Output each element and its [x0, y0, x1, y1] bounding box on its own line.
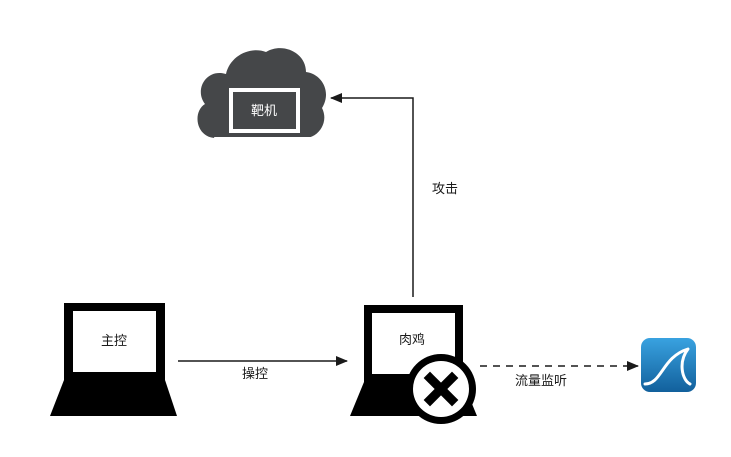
x-circle-icon	[406, 354, 476, 424]
laptop-icon	[214, 88, 315, 147]
monitor-edge-label: 流量监听	[515, 374, 568, 389]
control-edge-label: 操控	[242, 367, 269, 382]
zombie-label: 肉鸡	[399, 333, 426, 348]
target-node	[197, 48, 327, 147]
laptop-icon	[50, 303, 177, 416]
zombie-node	[350, 305, 477, 424]
attack-arrow	[330, 93, 414, 297]
attack-edge-label: 攻击	[432, 182, 459, 197]
target-label: 靶机	[251, 104, 278, 119]
controller-node	[50, 303, 177, 416]
wireshark-fin-icon	[641, 338, 696, 392]
controller-label: 主控	[101, 334, 128, 349]
